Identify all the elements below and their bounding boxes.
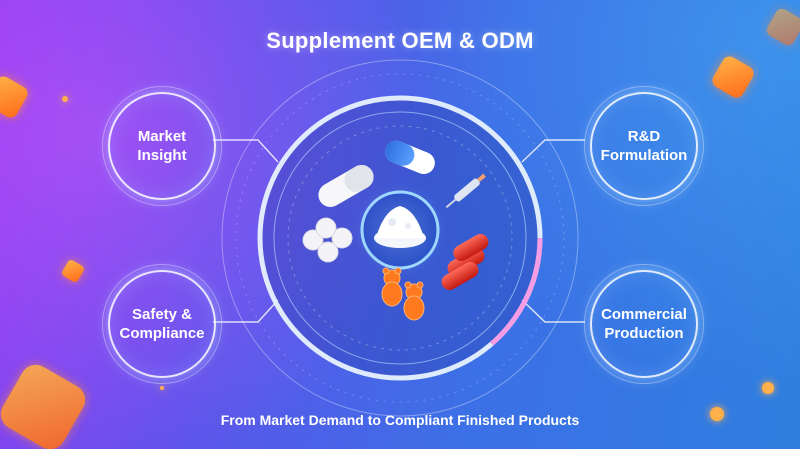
- gummy-bear-icon: [381, 267, 425, 321]
- node-rd-formulation: R&D Formulation: [584, 86, 704, 206]
- powder-icon: [374, 206, 426, 248]
- node-label: Market Insight: [137, 128, 187, 164]
- capsule-icon: [318, 165, 374, 207]
- syringe-icon: [445, 173, 486, 209]
- decorative-sparkle: [62, 96, 68, 102]
- decorative-sparkle: [160, 386, 164, 390]
- node-label: R&D Formulation: [600, 128, 688, 164]
- connector-lines: [213, 139, 585, 323]
- softgel-icon: [441, 233, 489, 290]
- node-label: Commercial Production: [601, 306, 687, 342]
- outer-ring: [221, 59, 579, 417]
- decorative-sparkle: [762, 382, 774, 394]
- node-market-insight: Market Insight: [102, 86, 222, 206]
- page-title: Supplement OEM & ODM: [266, 28, 534, 53]
- tagline: From Market Demand to Compliant Finished…: [220, 412, 580, 428]
- node-safety-compliance: Safety & Compliance: [102, 264, 222, 384]
- node-commercial-production: Commercial Production: [584, 264, 704, 384]
- capsule-icon: [385, 140, 435, 174]
- tablet-icon: [302, 217, 353, 263]
- decorative-sparkle: [710, 407, 724, 421]
- node-label: Safety & Compliance: [119, 306, 205, 342]
